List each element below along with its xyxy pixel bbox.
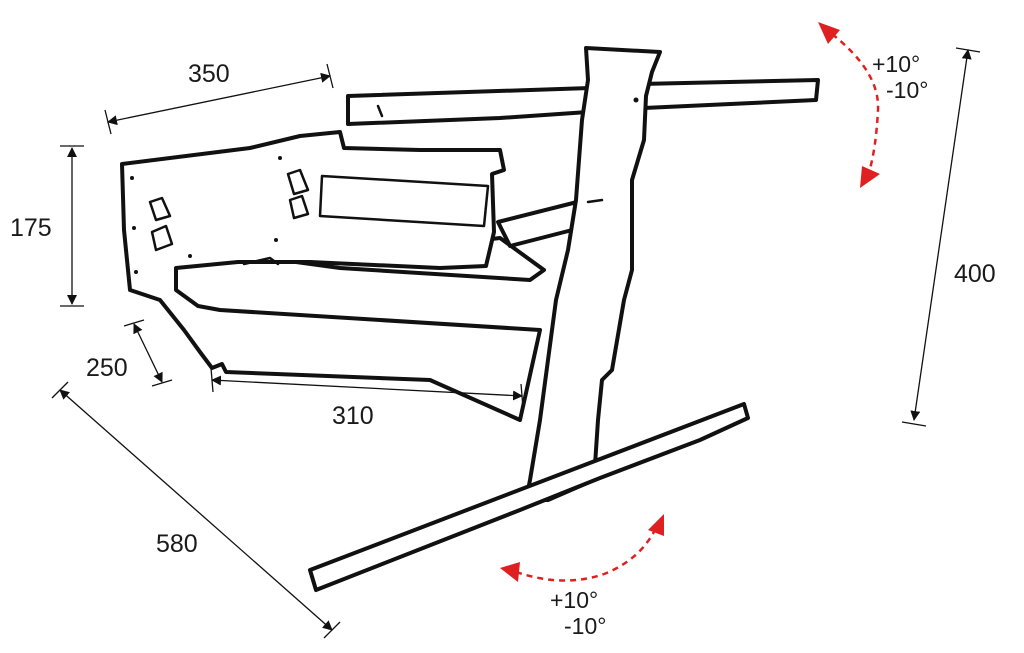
dimension-310: 310: [210, 367, 524, 430]
label-310: 310: [332, 402, 374, 430]
label-400: 400: [954, 260, 996, 288]
plate-dot-4: [278, 156, 282, 160]
label-350: 350: [188, 60, 230, 88]
plate-hole-2: [150, 224, 174, 252]
plate-dot-3: [134, 270, 138, 274]
arm-pin: [376, 104, 384, 118]
label-580: 580: [156, 530, 198, 558]
mount-structure: [120, 46, 820, 592]
rotation-arrowhead-top-1: [818, 22, 840, 44]
plate-dot-1: [130, 176, 134, 180]
top-crossbar: [638, 78, 820, 110]
rotation-arrow-bottom: +10° -10°: [500, 514, 664, 639]
label-250: 250: [86, 354, 128, 382]
tv-bracket-plate: [120, 130, 542, 422]
dimension-250: 250: [86, 319, 173, 387]
floor-base-bar: [308, 402, 750, 592]
plate-hole-4: [288, 194, 310, 220]
dimension-350: 350: [104, 60, 334, 135]
dimension-175: 175: [10, 145, 84, 307]
plate-dot-5: [274, 238, 278, 242]
rotation-arrowhead-bottom-2: [648, 514, 664, 536]
upper-arm-rear: [346, 86, 592, 126]
column-dot: [633, 97, 639, 103]
plate-hole-1: [148, 196, 172, 222]
rotation-arrowhead-bottom-1: [500, 562, 520, 582]
rotation-bottom-plus: +10°: [550, 587, 598, 613]
rotation-arrow-top: +10° -10°: [818, 22, 928, 188]
rotation-top-plus: +10°: [872, 51, 920, 77]
rotation-bottom-minus: -10°: [564, 613, 606, 639]
rotation-arrowhead-top-2: [860, 166, 880, 188]
plate-hole-3: [286, 168, 310, 196]
bracket-slot: [318, 174, 490, 228]
plate-notch: [242, 256, 280, 266]
plate-dot-2: [132, 226, 136, 230]
column-mark: [586, 198, 604, 204]
plate-dot-6: [188, 254, 192, 258]
label-175: 175: [10, 214, 52, 242]
rotation-top-minus: -10°: [886, 77, 928, 103]
dimension-400: 400: [901, 47, 996, 427]
dimension-580: 580: [51, 381, 341, 639]
